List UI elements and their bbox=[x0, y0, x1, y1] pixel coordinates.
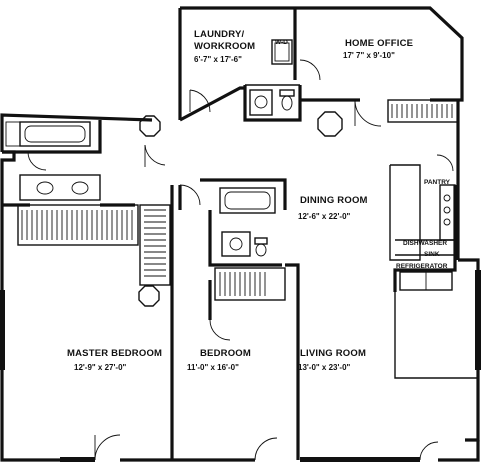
windows bbox=[0, 270, 481, 462]
home-office-dims: 17' 7" x 9'-10" bbox=[343, 51, 395, 60]
bedroom-closet bbox=[214, 267, 286, 301]
laundry-label-line1: LAUNDRY/ bbox=[194, 29, 244, 40]
dining-room-dims: 12'-6" x 22'-0" bbox=[298, 212, 351, 221]
bedroom-dims: 11'-0" x 16'-0" bbox=[187, 363, 239, 372]
interior-walls bbox=[2, 28, 457, 460]
structural-columns bbox=[138, 111, 343, 307]
bedroom-label: BEDROOM bbox=[200, 348, 251, 359]
master-closet bbox=[17, 204, 171, 286]
exterior-walls bbox=[0, 6, 480, 462]
bedroom-bath-fixtures bbox=[221, 231, 268, 257]
kitchen-fixtures bbox=[399, 184, 456, 291]
office-closet bbox=[387, 99, 459, 123]
room-labels: LAUNDRY/ WORKROOM 6'-7" x 17'-6" W-D HOM… bbox=[67, 29, 451, 372]
living-room-label: LIVING ROOM bbox=[300, 348, 366, 359]
dishwasher-label: DISHWASHER bbox=[403, 240, 447, 247]
master-bathtub bbox=[5, 121, 91, 147]
laundry-dims: 6'-7" x 17'-6" bbox=[194, 55, 242, 64]
door-swings bbox=[27, 59, 454, 461]
living-room-dims: 13'-0" x 23'-0" bbox=[298, 363, 351, 372]
laundry-label-line2: WORKROOM bbox=[194, 41, 255, 52]
master-vanity bbox=[19, 174, 101, 201]
master-bedroom-dims: 12'-9" x 27'-0" bbox=[74, 363, 127, 372]
bedroom-bathtub bbox=[219, 187, 276, 214]
sink-label: SINK bbox=[424, 251, 440, 258]
refrigerator-label: REFRIGERATOR bbox=[396, 263, 448, 270]
pantry-label: PANTRY bbox=[424, 179, 451, 186]
master-bedroom-label: MASTER BEDROOM bbox=[67, 348, 162, 359]
dining-room-label: DINING ROOM bbox=[300, 195, 368, 206]
laundry-bath-fixtures bbox=[249, 39, 295, 116]
home-office-label: HOME OFFICE bbox=[345, 38, 413, 49]
washer-dryer-label: W-D bbox=[275, 39, 288, 46]
